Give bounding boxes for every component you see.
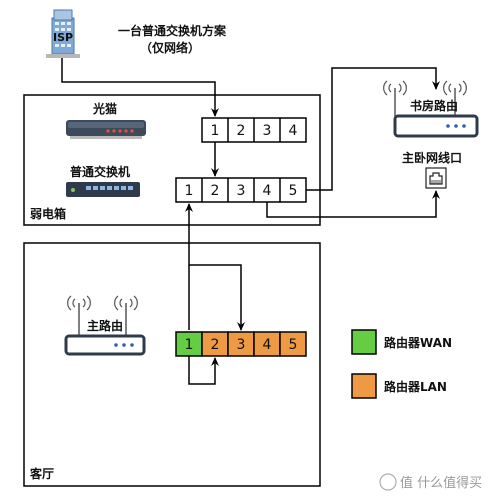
modem-port: 1	[211, 123, 220, 139]
modem-port: 3	[263, 123, 272, 139]
main-router-icon	[64, 295, 146, 356]
legend: 路由器WAN 路由器LAN	[351, 329, 452, 399]
weak-box-label: 弱电箱	[30, 206, 66, 221]
isp-building-icon: ISP	[46, 9, 80, 58]
router-port-lan	[279, 331, 307, 357]
router-port-label: 2	[211, 337, 220, 353]
socket-label: 主卧网线口	[402, 150, 462, 165]
legend-lan-swatch	[351, 373, 377, 399]
switch-port: 2	[211, 183, 220, 199]
switch-port: 3	[237, 183, 246, 199]
router-port-label: 3	[237, 337, 246, 353]
living-room-label: 客厅	[29, 466, 54, 481]
connections	[61, 58, 440, 385]
switch-port: 1	[185, 183, 194, 199]
switch-ports: 1 2 3 4 5	[175, 177, 307, 203]
router-port-wan	[175, 331, 203, 357]
study-router-icon	[383, 80, 479, 138]
ethernet-socket-icon	[425, 167, 447, 189]
legend-wan-label: 路由器WAN	[384, 335, 452, 350]
switch-label: 普通交换机	[70, 164, 130, 179]
link-isp-modem	[61, 58, 219, 117]
router-port-lan	[201, 331, 229, 357]
watermark-text: 值 什么值得买	[400, 475, 482, 491]
router-port-label: 4	[263, 337, 272, 353]
switch-port: 4	[263, 183, 272, 199]
modem-port: 4	[289, 123, 298, 139]
legend-lan-label: 路由器LAN	[384, 379, 447, 394]
study-router-label: 书房路由	[410, 98, 458, 113]
title-line2: （仅网络）	[140, 40, 200, 55]
living-room-box	[23, 242, 321, 487]
router-port-label: 5	[289, 337, 298, 353]
modem-ports: 1 2 3 4	[201, 117, 307, 143]
router-port-label: 1	[185, 337, 194, 353]
title-line1: 一台普通交换机方案	[118, 23, 227, 38]
switch-icon	[66, 182, 140, 197]
main-router-ports: 1 2 3 4 5	[175, 331, 307, 357]
main-router-label: 主路由	[87, 318, 123, 333]
switch-port: 5	[289, 183, 298, 199]
link-router-loop	[188, 356, 219, 385]
link-switch-study	[306, 67, 440, 191]
watermark: 值 什么值得买	[379, 473, 482, 491]
legend-wan-swatch	[351, 329, 377, 355]
weak-box	[23, 94, 321, 226]
link-switch-router	[189, 264, 245, 331]
isp-label: ISP	[53, 31, 73, 44]
modem-icon	[66, 120, 146, 139]
link-switch-socket	[266, 190, 440, 218]
modem-label: 光猫	[92, 101, 117, 116]
modem-port: 2	[237, 123, 246, 139]
